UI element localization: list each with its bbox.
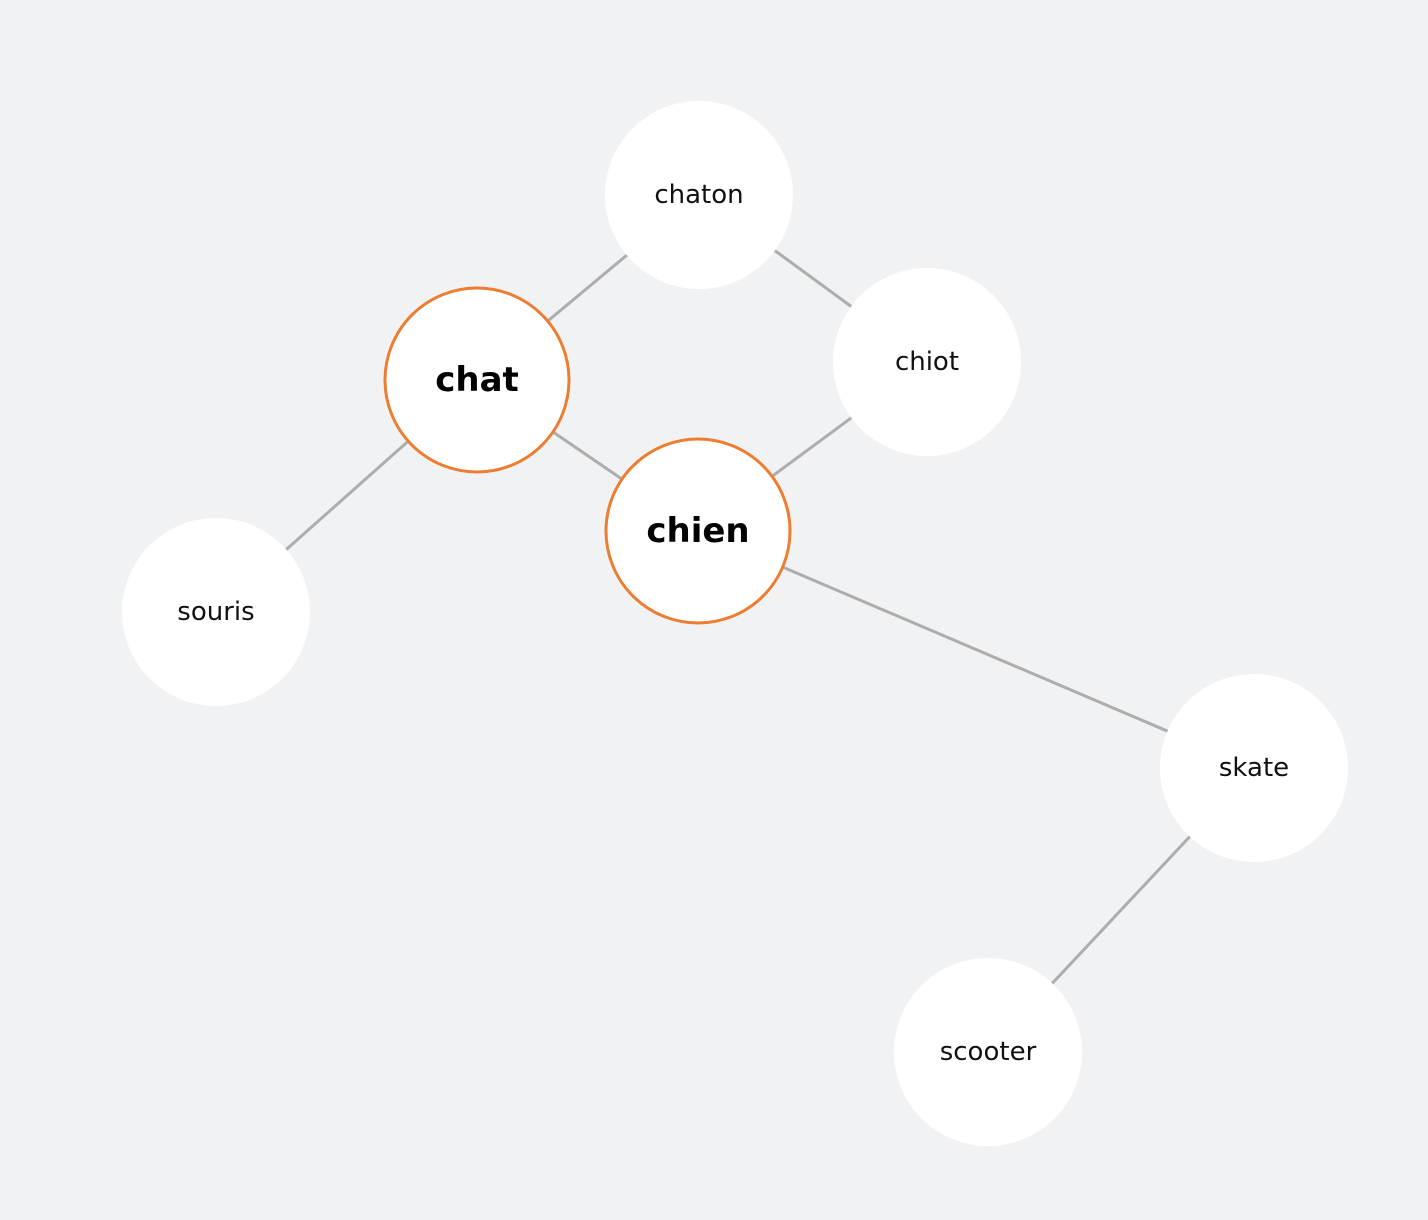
node-circle <box>894 958 1082 1146</box>
node-chiot[interactable]: chiot <box>833 268 1021 456</box>
nodes-layer: chaton chiot chat chien souris skate sco… <box>122 101 1348 1146</box>
node-chaton[interactable]: chaton <box>605 101 793 289</box>
node-label: chien <box>646 511 749 551</box>
node-circle <box>383 286 571 474</box>
node-label: chiot <box>895 347 959 377</box>
node-circle <box>833 268 1021 456</box>
node-skate[interactable]: skate <box>1160 674 1348 862</box>
node-circle <box>604 437 792 625</box>
node-souris[interactable]: souris <box>122 518 310 706</box>
node-circle <box>1160 674 1348 862</box>
node-label: skate <box>1219 753 1289 783</box>
node-chat[interactable]: chat <box>383 286 571 474</box>
node-circle <box>122 518 310 706</box>
node-label: chaton <box>654 180 743 210</box>
node-chien[interactable]: chien <box>604 437 792 625</box>
node-scooter[interactable]: scooter <box>894 958 1082 1146</box>
node-label: chat <box>435 360 519 400</box>
node-label: scooter <box>940 1037 1037 1067</box>
node-label: souris <box>177 597 254 627</box>
edges-layer <box>215 193 1256 1054</box>
edge-chien-skate <box>697 529 1255 770</box>
node-circle <box>605 101 793 289</box>
